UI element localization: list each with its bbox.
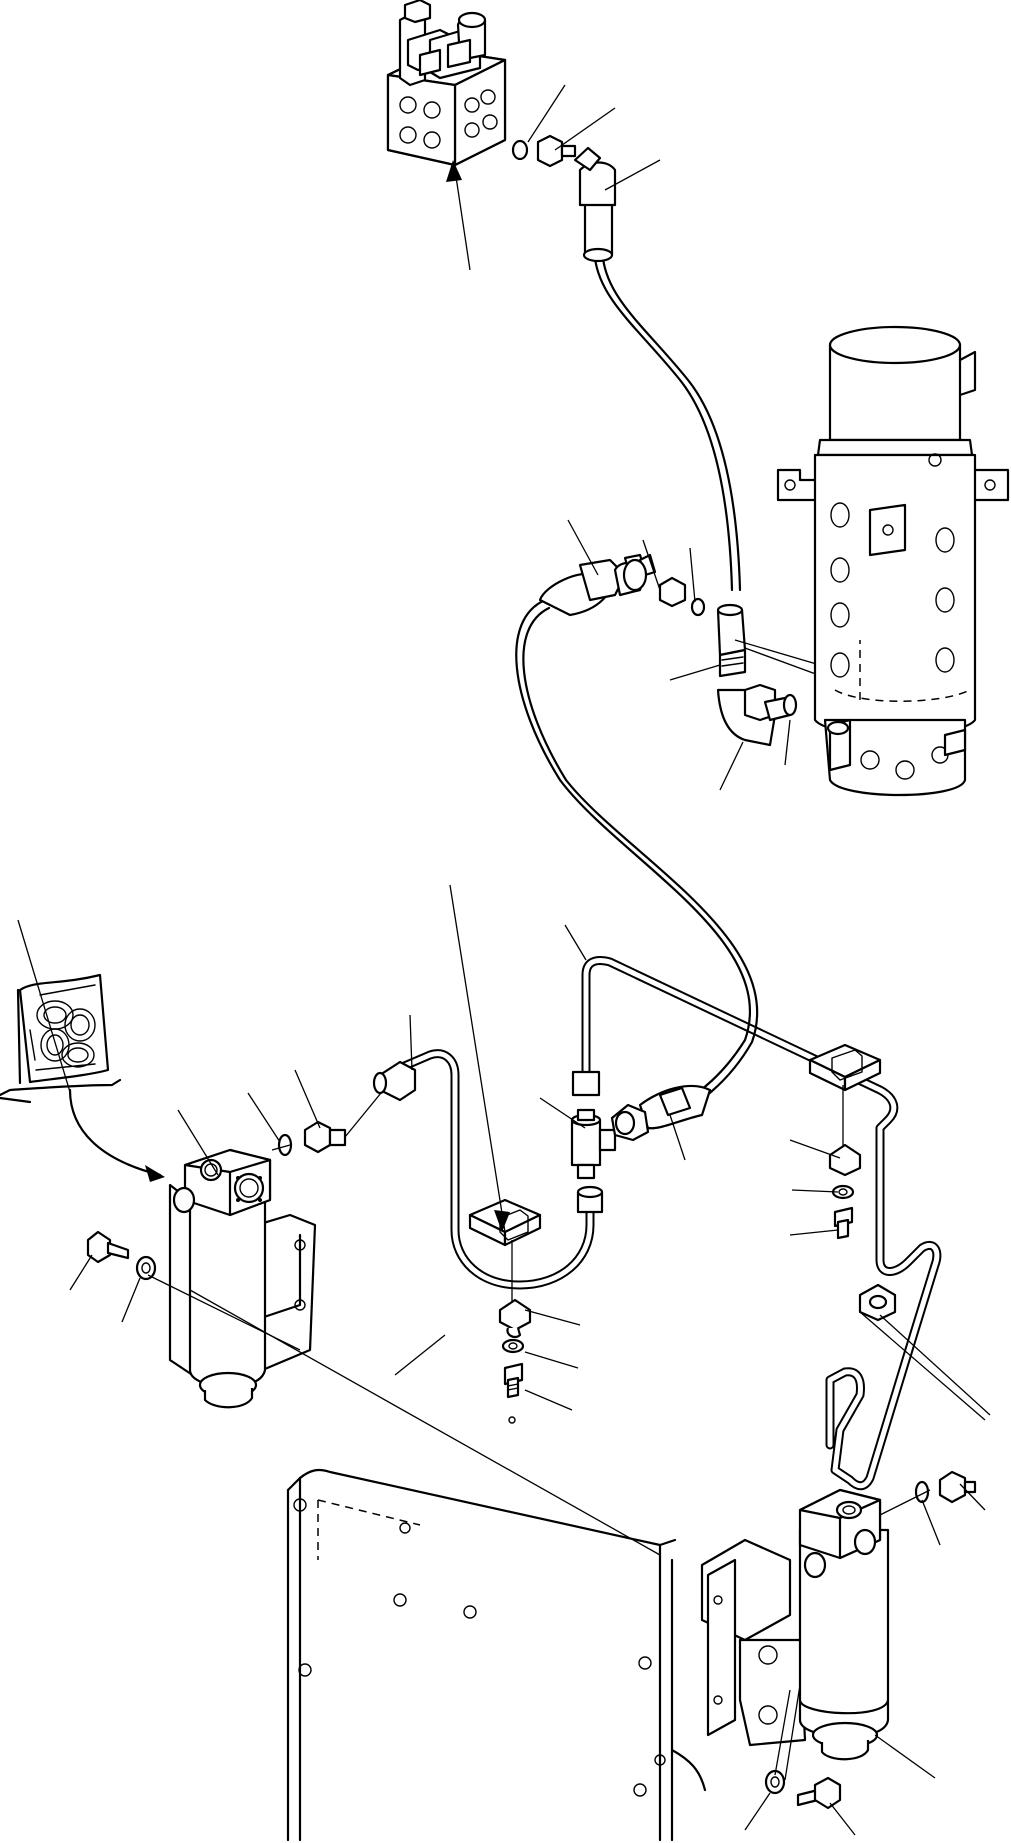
center-pipe-clamp [468, 1198, 542, 1424]
center-arrow [494, 1210, 510, 1232]
control-valve-block [386, 0, 507, 271]
top-hose-fitting [573, 146, 617, 263]
callout-leaders [17, 84, 986, 1836]
left-mount-bolt [86, 1230, 661, 1556]
left-filter-assembly [68, 1088, 317, 1409]
swivel-joint [776, 325, 1010, 797]
hydraulic-hoses [515, 256, 759, 1114]
frame-bracket [286, 1468, 807, 1842]
left-oring-fitting [271, 1081, 391, 1157]
right-filter-assembly [764, 1470, 977, 1810]
seal-kit-bag [0, 973, 122, 1104]
swivel-elbow [716, 603, 833, 747]
left-steel-pipe [372, 1049, 604, 1290]
center-hose-end [610, 1085, 712, 1142]
tee-fitting [570, 1108, 617, 1180]
right-pipe-clamp [808, 1043, 882, 1240]
right-steel-pipe [571, 956, 991, 1491]
swivel-hose-fitting [538, 553, 706, 617]
top-nut-oring [511, 134, 577, 168]
